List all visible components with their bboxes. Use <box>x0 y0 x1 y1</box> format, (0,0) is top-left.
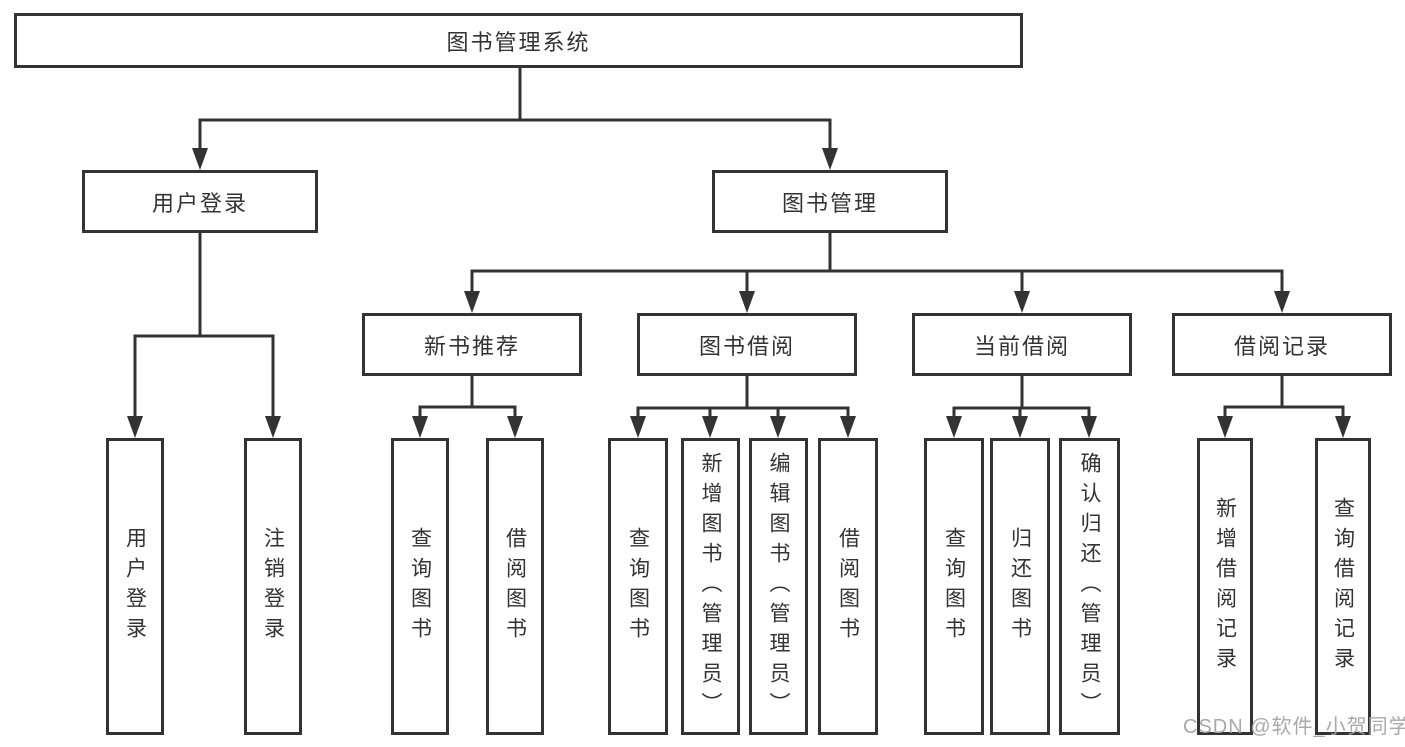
node-book-management-label: 图书管理 <box>781 190 878 216</box>
node-new-book-recommend-label: 新书推荐 <box>423 333 520 359</box>
leaf-add-books-admin: 新增图书（管理员） <box>681 438 740 735</box>
leaf-user-login: 用户登录 <box>106 438 164 735</box>
node-user-login-label: 用户登录 <box>151 190 248 216</box>
leaf-logout-login-label: 注销登录 <box>261 526 285 647</box>
leaf-query-books-recommend-label: 查询图书 <box>408 526 432 647</box>
leaf-borrow-books: 借阅图书 <box>818 438 878 735</box>
leaf-query-books-borrow: 查询图书 <box>608 438 668 735</box>
node-book-management: 图书管理 <box>712 170 948 233</box>
leaf-edit-books-admin-label: 编辑图书（管理员） <box>767 451 791 722</box>
node-root-label: 图书管理系统 <box>446 29 591 55</box>
leaf-query-borrow-record-label: 查询借阅记录 <box>1331 496 1355 677</box>
leaf-confirm-return-admin: 确认归还（管理员） <box>1059 438 1120 735</box>
leaf-user-login-label: 用户登录 <box>123 526 147 647</box>
leaf-borrow-books-label: 借阅图书 <box>836 526 860 647</box>
watermark-text: CSDN @软件_小贺同学 <box>1183 716 1405 738</box>
node-book-borrow-label: 图书借阅 <box>698 333 795 359</box>
leaf-add-borrow-record-label: 新增借阅记录 <box>1213 496 1237 677</box>
node-book-borrow: 图书借阅 <box>637 313 857 376</box>
node-borrow-records: 借阅记录 <box>1172 313 1392 376</box>
leaf-return-books: 归还图书 <box>990 438 1050 735</box>
node-borrow-records-label: 借阅记录 <box>1233 333 1330 359</box>
leaf-add-books-admin-label: 新增图书（管理员） <box>699 451 723 722</box>
leaf-borrow-books-recommend-label: 借阅图书 <box>503 526 527 647</box>
leaf-logout-login: 注销登录 <box>244 438 302 735</box>
leaf-query-books-current: 查询图书 <box>924 438 984 735</box>
node-root: 图书管理系统 <box>14 13 1023 68</box>
node-new-book-recommend: 新书推荐 <box>362 313 582 376</box>
leaf-edit-books-admin: 编辑图书（管理员） <box>749 438 808 735</box>
node-user-login: 用户登录 <box>82 170 318 233</box>
leaf-add-borrow-record: 新增借阅记录 <box>1197 438 1253 735</box>
leaf-query-books-borrow-label: 查询图书 <box>626 526 650 647</box>
leaf-return-books-label: 归还图书 <box>1008 526 1032 647</box>
node-current-borrow-label: 当前借阅 <box>973 333 1070 359</box>
node-current-borrow: 当前借阅 <box>912 313 1132 376</box>
leaf-query-books-recommend: 查询图书 <box>391 438 449 735</box>
leaf-query-borrow-record: 查询借阅记录 <box>1315 438 1371 735</box>
leaf-confirm-return-admin-label: 确认归还（管理员） <box>1078 451 1102 722</box>
leaf-query-books-current-label: 查询图书 <box>942 526 966 647</box>
leaf-borrow-books-recommend: 借阅图书 <box>486 438 544 735</box>
